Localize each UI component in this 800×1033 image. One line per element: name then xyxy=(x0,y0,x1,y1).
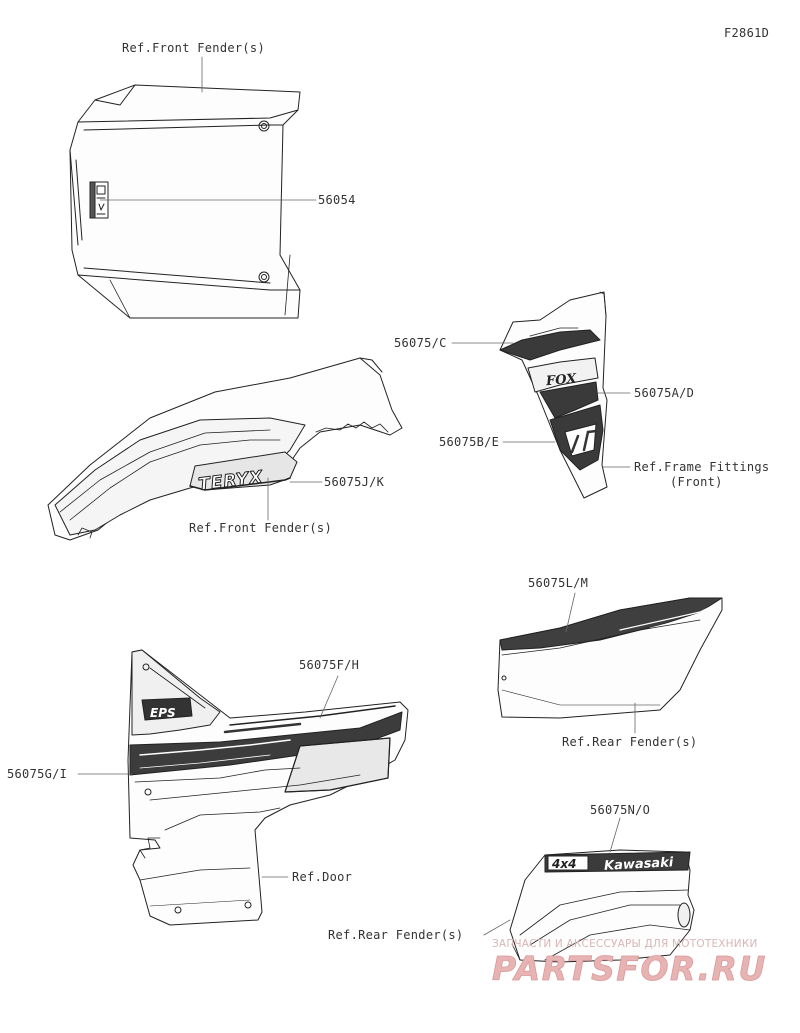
diagram-id: F2861D xyxy=(724,26,770,40)
stripe-decal-56075c xyxy=(499,329,601,361)
rear-side-panel xyxy=(127,649,409,926)
frame-fitting-front xyxy=(499,291,608,499)
callout-56075gi: 56075G/I xyxy=(7,767,68,781)
callout-ref-rear-fender-bottom: Ref.Rear Fender(s) xyxy=(328,928,464,942)
callout-56075jk: 56075J/K xyxy=(324,475,385,489)
eps-decal xyxy=(141,697,193,721)
callout-56075be: 56075B/E xyxy=(439,435,500,449)
callout-ref-rear-fender-mid: Ref.Rear Fender(s) xyxy=(562,735,698,749)
svg-text:EPS: EPS xyxy=(150,706,176,720)
callout-56054: 56054 xyxy=(318,193,356,207)
callout-ref-front-fender-top: Ref.Front Fender(s) xyxy=(122,41,265,55)
callout-ref-front-fender-mid: Ref.Front Fender(s) xyxy=(189,521,332,535)
callout-ref-door: Ref.Door xyxy=(292,870,353,884)
watermark-tagline: ЗАПЧАСТИ И АКСЕССУАРЫ ДЛЯ МОТОТЕХНИКИ xyxy=(492,938,758,950)
callout-ref-frame-fittings: Ref.Frame Fittings xyxy=(634,460,770,474)
svg-text:Kawasaki: Kawasaki xyxy=(604,855,674,874)
fox-decal-56075a xyxy=(539,381,599,419)
watermark-logo: PARTSFOR.RU xyxy=(492,949,767,988)
front-fender-side xyxy=(47,357,403,541)
callout-56075no: 56075N/O xyxy=(590,803,651,817)
rear-fender-right xyxy=(497,597,723,719)
rear-fender-left xyxy=(509,849,695,963)
svg-text:4x4: 4x4 xyxy=(551,857,576,871)
callout-56075fh: 56075F/H xyxy=(299,658,360,672)
callout-56075lm: 56075L/M xyxy=(528,576,589,590)
callout-ref-frame-fittings-front: (Front) xyxy=(670,475,723,489)
callout-56075ad: 56075A/D xyxy=(634,386,695,400)
svg-text:FOX: FOX xyxy=(544,372,578,390)
callout-56075c: 56075/C xyxy=(394,336,447,350)
front-fender-panel xyxy=(69,84,301,319)
